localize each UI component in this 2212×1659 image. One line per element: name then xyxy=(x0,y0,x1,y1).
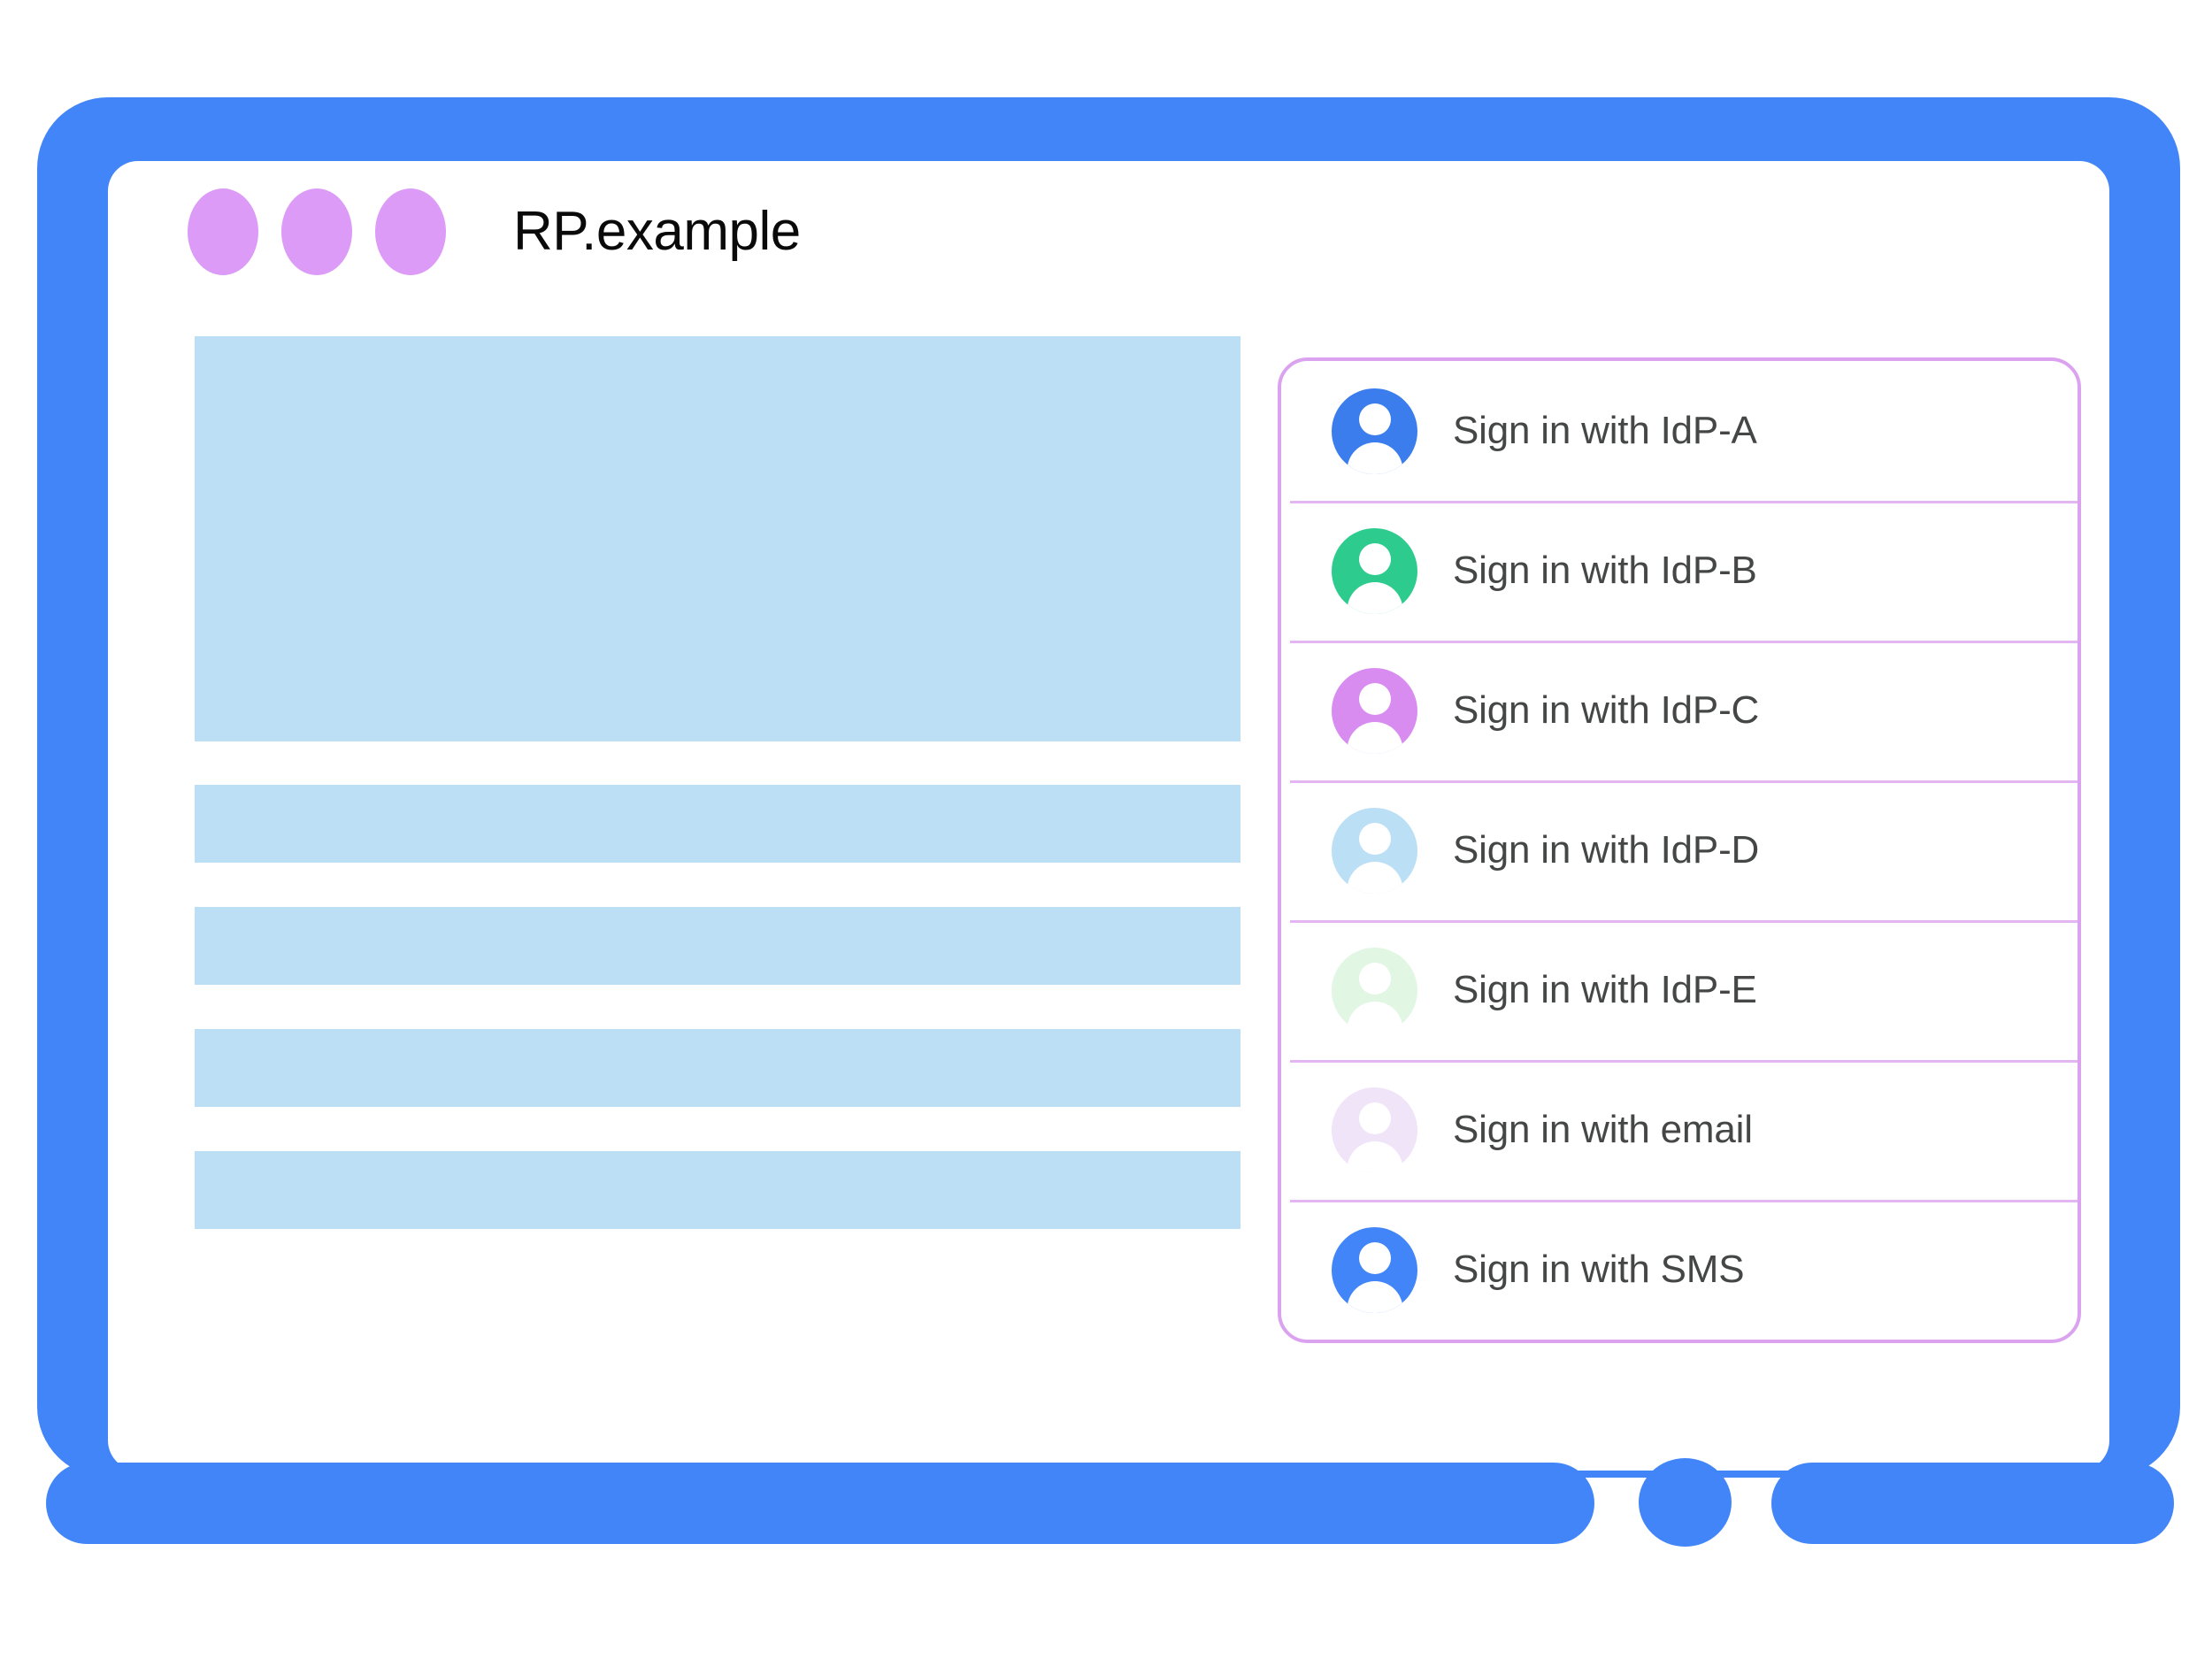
page-title: RP.example xyxy=(513,201,801,262)
sign-in-with-sms[interactable]: Sign in with SMS xyxy=(1281,1200,2078,1340)
text-line-placeholder-3 xyxy=(195,1029,1240,1107)
account-chooser-panel: Sign in with IdP-A Sign in with IdP-B Si… xyxy=(1278,357,2081,1343)
sign-in-with-email[interactable]: Sign in with email xyxy=(1281,1060,2078,1200)
sign-in-option-label: Sign in with IdP-D xyxy=(1453,828,1760,872)
sign-in-option-label: Sign in with IdP-A xyxy=(1453,409,1757,452)
sign-in-with-idp-e[interactable]: Sign in with IdP-E xyxy=(1281,920,2078,1060)
sign-in-with-idp-c[interactable]: Sign in with IdP-C xyxy=(1281,641,2078,780)
window-dot-3[interactable] xyxy=(375,188,446,275)
text-line-placeholder-1 xyxy=(195,785,1240,863)
device-bezel-foot-right xyxy=(1771,1463,2174,1544)
text-line-placeholder-4 xyxy=(195,1151,1240,1229)
sign-in-option-label: Sign in with IdP-E xyxy=(1453,968,1757,1011)
window-dot-1[interactable] xyxy=(188,188,258,275)
home-button[interactable] xyxy=(1639,1458,1732,1547)
account-avatar-icon xyxy=(1332,388,1417,474)
account-avatar-icon xyxy=(1332,667,1417,754)
account-avatar-icon xyxy=(1332,1226,1417,1313)
device-screen: RP.example Sign in with IdP-A Sign in wi… xyxy=(108,161,2109,1471)
account-avatar-icon xyxy=(1332,947,1417,1033)
sign-in-with-idp-d[interactable]: Sign in with IdP-D xyxy=(1281,780,2078,920)
sign-in-with-idp-a[interactable]: Sign in with IdP-A xyxy=(1281,361,2078,501)
window-dot-2[interactable] xyxy=(281,188,352,275)
account-avatar-icon xyxy=(1332,1087,1417,1173)
text-line-placeholder-2 xyxy=(195,907,1240,985)
sign-in-option-label: Sign in with email xyxy=(1453,1108,1753,1151)
sign-in-with-idp-b[interactable]: Sign in with IdP-B xyxy=(1281,501,2078,641)
hero-placeholder xyxy=(195,336,1240,741)
sign-in-option-label: Sign in with SMS xyxy=(1453,1248,1745,1291)
account-avatar-icon xyxy=(1332,807,1417,894)
account-avatar-icon xyxy=(1332,527,1417,614)
sign-in-option-label: Sign in with IdP-C xyxy=(1453,688,1760,732)
device-frame: RP.example Sign in with IdP-A Sign in wi… xyxy=(37,97,2180,1566)
page-content-placeholders xyxy=(195,336,1240,1229)
browser-titlebar: RP.example xyxy=(108,161,2109,303)
device-bezel-foot-left xyxy=(46,1463,1594,1544)
sign-in-option-label: Sign in with IdP-B xyxy=(1453,549,1757,592)
